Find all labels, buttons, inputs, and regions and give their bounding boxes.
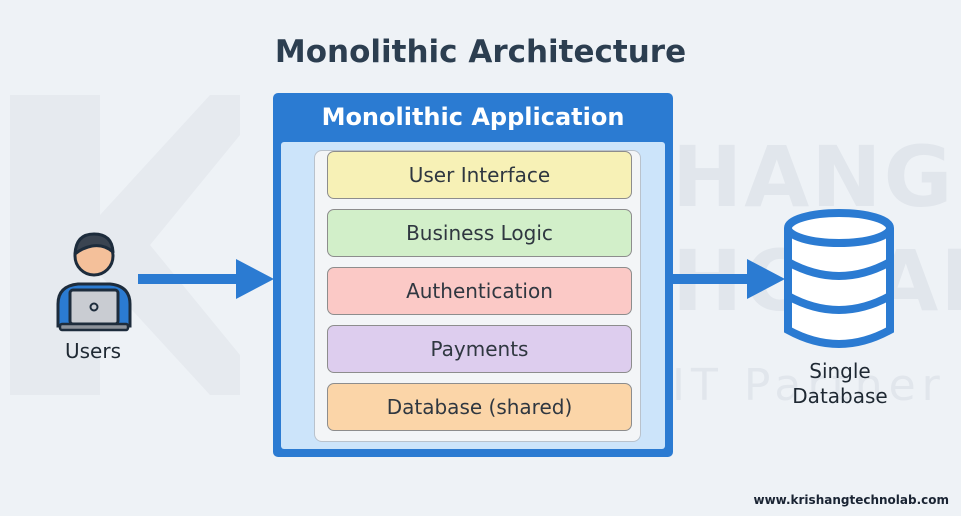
diagram-title: Monolithic Architecture (274, 34, 687, 70)
layer-authentication: Authentication (327, 267, 632, 315)
arrow-users-to-app (138, 259, 274, 299)
database-icon (784, 209, 894, 348)
watermark-text-3: IT Partner (672, 360, 946, 411)
footer-url: www.krishangtechnolab.com (753, 493, 949, 507)
application-title: Monolithic Application (321, 103, 625, 131)
users-label: Users (64, 339, 121, 363)
database-label-line2: Database (792, 384, 888, 408)
database-label-line1: Single (809, 359, 871, 383)
layer-stack: User Interface Business Logic Authentica… (314, 150, 641, 442)
watermark-text-1: HANG (672, 128, 955, 226)
monolithic-application-box: Monolithic Application User Interface Bu… (273, 93, 673, 457)
arrow-app-to-database (673, 259, 785, 299)
layer-business-logic: Business Logic (327, 209, 632, 257)
layer-database-shared: Database (shared) (327, 383, 632, 431)
database-label: Single Database (770, 359, 910, 409)
layer-payments: Payments (327, 325, 632, 373)
user-laptop-icon (56, 232, 132, 332)
application-inner-panel: User Interface Business Logic Authentica… (281, 142, 665, 449)
layer-user-interface: User Interface (327, 151, 632, 199)
